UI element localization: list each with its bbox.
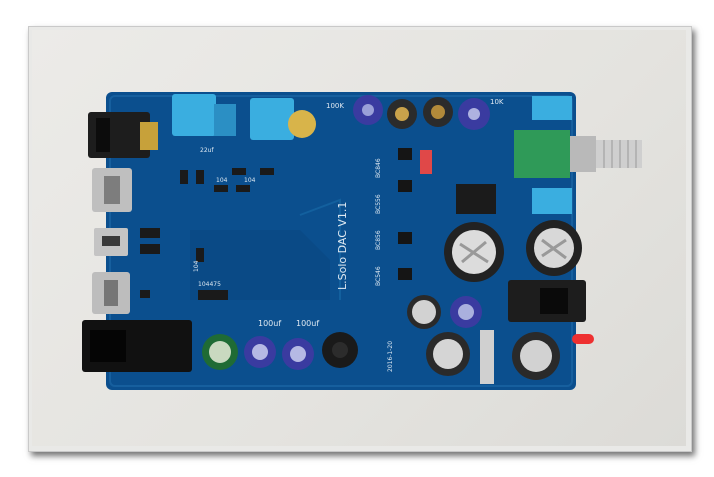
cap-label-2: 100uf [296, 319, 319, 328]
date-code: 2016-1-20 [387, 341, 394, 372]
pot-collar [570, 136, 596, 172]
transistor-label-4: BC546 [375, 266, 382, 286]
label-104475: 104475 [198, 281, 221, 288]
label-104-c: 104 [193, 260, 200, 272]
trace [299, 198, 341, 300]
ceramic-capacitor [288, 110, 316, 138]
jack-socket [96, 118, 110, 152]
usb-opening [102, 236, 120, 246]
transistors [398, 148, 432, 280]
label-104-a: 104 [216, 177, 228, 184]
shaft-knurling [603, 140, 637, 168]
switch-slider [104, 176, 120, 204]
film-capacitor-1-side [214, 104, 236, 136]
smd-components [140, 168, 274, 300]
large-capacitors [202, 220, 582, 380]
pot-bracket-bottom [532, 188, 572, 214]
label-104-b: 104 [244, 177, 256, 184]
dac-chip [456, 184, 496, 214]
pot-bracket-top [532, 96, 572, 120]
heat-clip [480, 330, 494, 384]
film-capacitor-2 [250, 98, 294, 140]
resistor-label-100k: 100K [326, 102, 344, 110]
dc-jack-opening [90, 330, 126, 362]
transistor-label-2: BC556 [375, 194, 382, 214]
model-label: L.Solo DAC V1.1 [336, 202, 349, 290]
volume-potentiometer [514, 130, 570, 178]
label-22uf: 22uf [200, 147, 214, 154]
cap-label-1: 100uf [258, 319, 281, 328]
jack-pins [140, 122, 158, 150]
ground-plane [190, 230, 330, 300]
jack-socket [540, 288, 568, 314]
pot-shaft [596, 140, 642, 168]
top-capacitors [353, 95, 490, 130]
switch-slider [104, 280, 118, 306]
resistor-label-10k: 10K [490, 98, 504, 106]
transistor-label-3: BC856 [375, 230, 382, 250]
transistor-label-1: BC846 [375, 158, 382, 178]
power-led [572, 334, 594, 344]
film-capacitor-1 [172, 94, 216, 136]
